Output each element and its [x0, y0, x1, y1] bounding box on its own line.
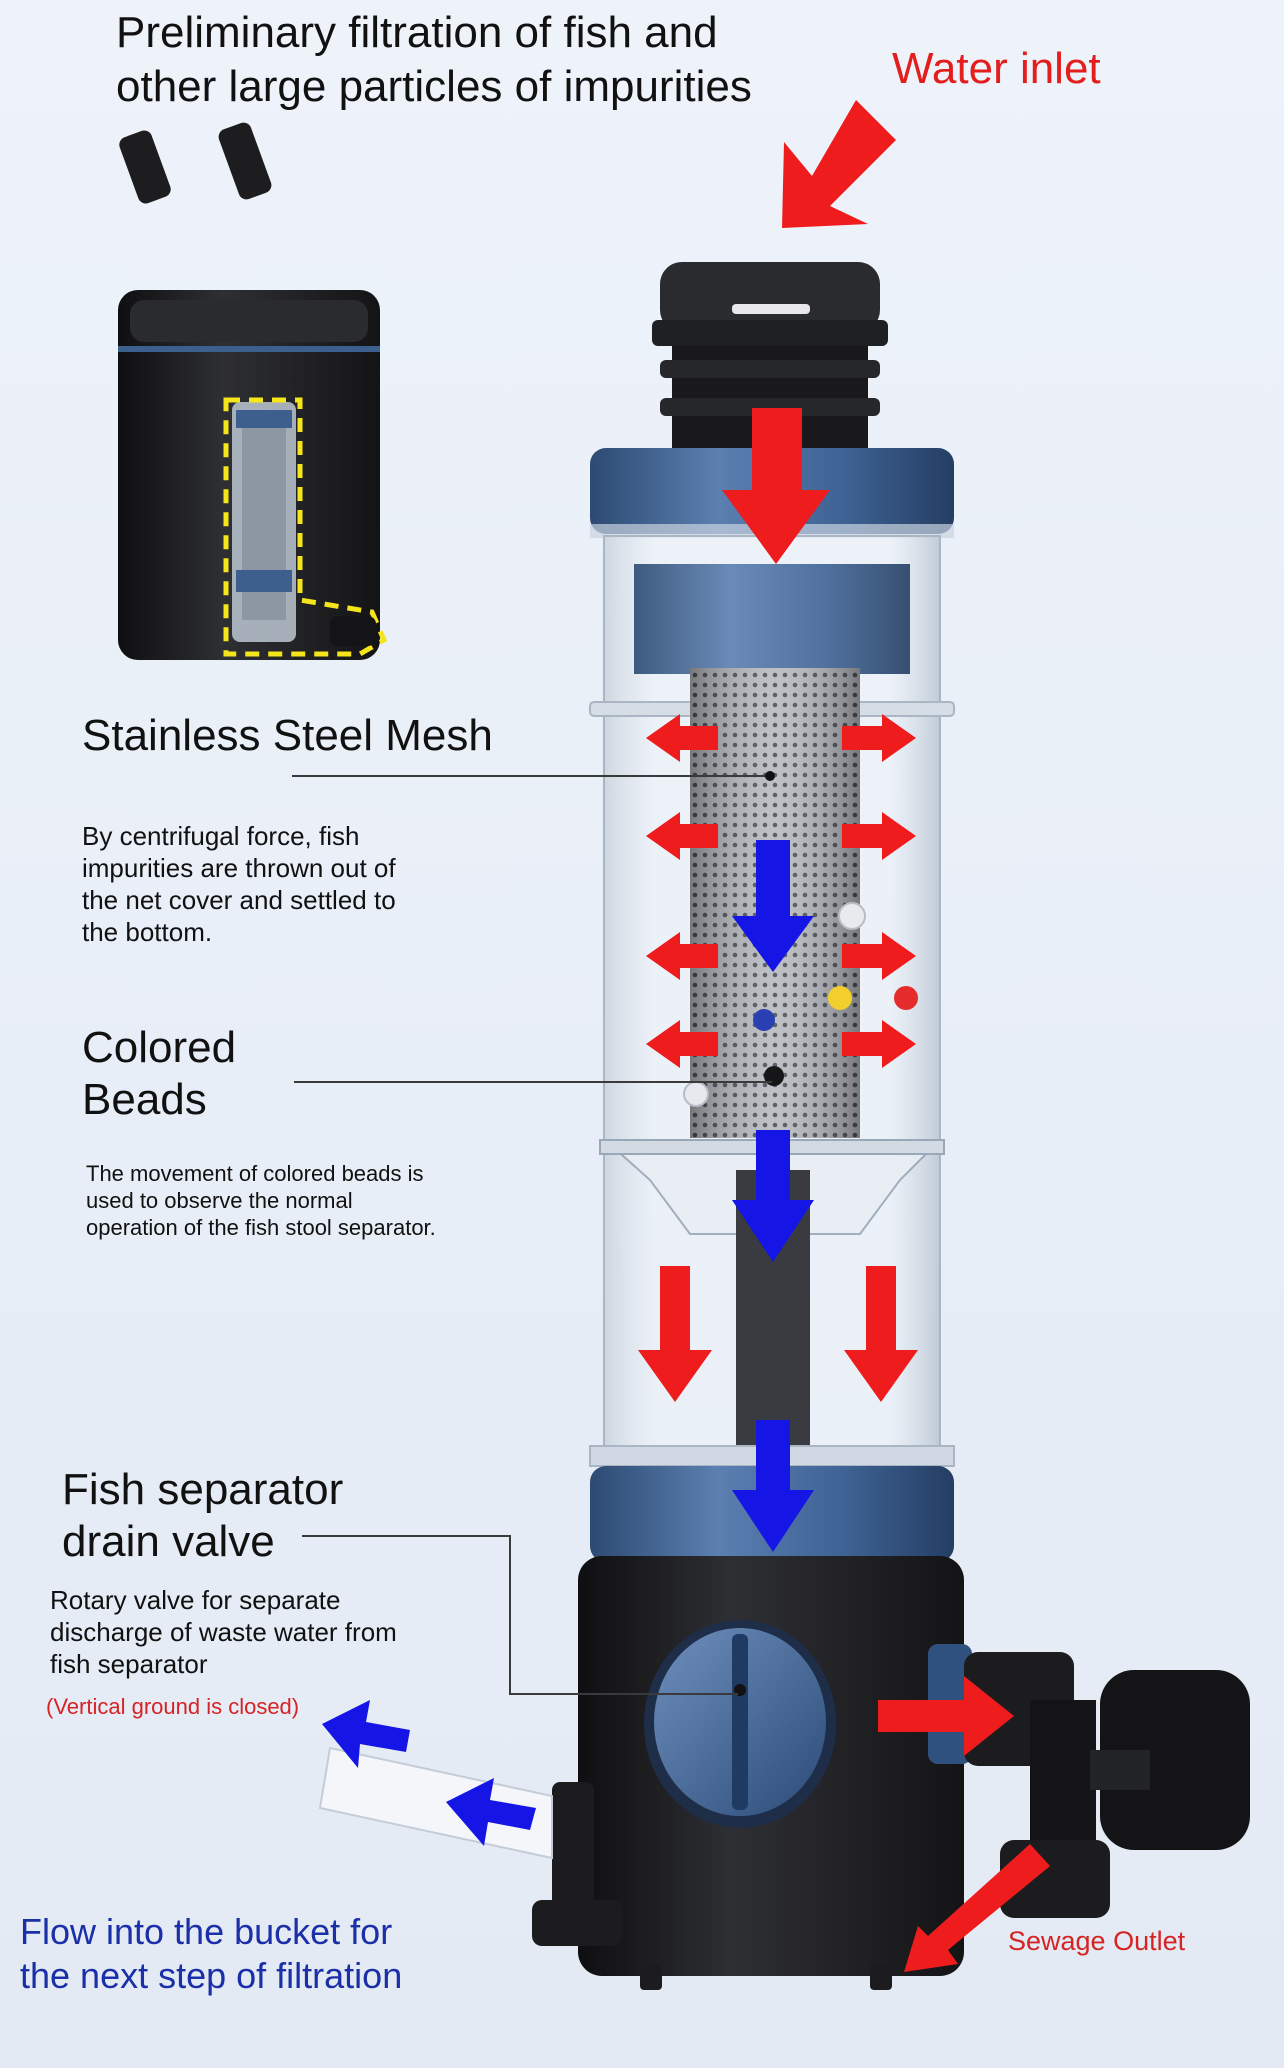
valve-description: Rotary valve for separate discharge of w… [50, 1584, 470, 1680]
beads-desc-line3: operation of the fish stool separator. [86, 1215, 436, 1240]
valve-heading-line1: Fish separator [62, 1465, 344, 1514]
sewage-outlet-label: Sewage Outlet [1008, 1926, 1186, 1956]
sewage-arrow-red [904, 1844, 1050, 1972]
valve-note: (Vertical ground is closed) [46, 1694, 300, 1719]
outflow-line1: Flow into the bucket for [20, 1911, 393, 1952]
mesh-heading: Stainless Steel Mesh [82, 711, 493, 760]
valve-desc-line2: discharge of waste water from [50, 1617, 397, 1647]
outflow-pipe [318, 1746, 553, 1860]
beads-desc-line2: used to observe the normal [86, 1188, 353, 1213]
right-arrow-red [878, 1676, 1014, 1756]
beads-heading-line1: Colored [82, 1023, 237, 1072]
valve-heading: Fish separator drain valve [62, 1464, 343, 1568]
beads-heading: Colored Beads [82, 1022, 236, 1126]
valve-heading-line2: drain valve [62, 1517, 275, 1566]
inlet-arrow-red [782, 100, 896, 228]
down-arrow-red-top [722, 408, 830, 564]
colored-beads [683, 902, 918, 1107]
beads-desc-line1: The movement of colored beads is [86, 1161, 424, 1186]
header-title-line1: Preliminary filtration of fish and [116, 8, 718, 57]
valve-desc-line3: fish separator [50, 1649, 208, 1679]
side-arrows-red [646, 714, 916, 1068]
stainless-steel-mesh [690, 668, 860, 1138]
drain-valve-knob [644, 1620, 836, 1828]
mesh-desc-line3: the net cover and settled to [82, 885, 396, 915]
water-inlet-label: Water inlet [892, 44, 1101, 93]
beads-heading-line2: Beads [82, 1075, 207, 1124]
outflow-arrows-blue [322, 1700, 536, 1846]
mesh-desc-line2: impurities are thrown out of [82, 853, 396, 883]
mesh-desc-line1: By centrifugal force, fish [82, 821, 360, 851]
outflow-line2: the next step of filtration [20, 1955, 403, 1996]
mesh-description: By centrifugal force, fish impurities ar… [82, 820, 482, 948]
outflow-label: Flow into the bucket for the next step o… [20, 1910, 480, 1998]
down-arrows-blue [732, 840, 814, 1552]
leader-lines [292, 771, 775, 1695]
header-title: Preliminary filtration of fish and other… [116, 6, 876, 114]
canister-filter-image [118, 122, 388, 660]
sewage-outlet-fitting [928, 1644, 1250, 1918]
valve-desc-line1: Rotary valve for separate [50, 1585, 341, 1615]
mesh-desc-line4: the bottom. [82, 917, 213, 947]
down-arrows-red-lower [638, 1266, 918, 1402]
header-title-line2: other large particles of impurities [116, 62, 752, 111]
beads-description: The movement of colored beads is used to… [86, 1160, 506, 1241]
